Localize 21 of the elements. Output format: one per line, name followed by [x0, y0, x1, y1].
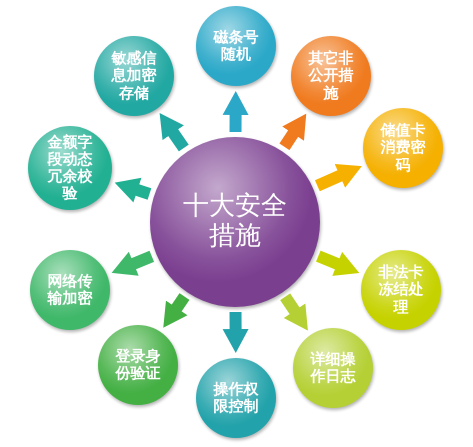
block-arrow [316, 250, 360, 276]
measure-circle: 操作权限控制 [196, 358, 276, 438]
block-arrow [160, 113, 189, 152]
measure-circle: 登录身份验证 [98, 325, 178, 405]
measure-circle: 储值卡消费密码 [363, 108, 443, 188]
measure-circle: 网络传输加密 [30, 250, 110, 330]
block-arrow [314, 164, 362, 192]
block-arrow [279, 114, 306, 150]
measure-circle: 磁条号随机 [196, 6, 276, 86]
measure-circle: 金额字段动态冗余校验 [28, 126, 112, 210]
measure-circle: 敏感信息加密存储 [94, 36, 174, 116]
measure-circle: 非法卡冻结处理 [361, 250, 441, 330]
block-arrow [114, 178, 152, 202]
center-circle: 十大安全措施 [150, 137, 320, 307]
block-arrow [280, 293, 308, 331]
measure-circle: 其它非公开措施 [291, 36, 371, 116]
block-arrow [222, 312, 249, 353]
block-arrow [112, 250, 154, 276]
block-arrow [222, 91, 249, 132]
block-arrow [163, 293, 190, 328]
measure-circle: 详细操作日志 [293, 328, 373, 408]
